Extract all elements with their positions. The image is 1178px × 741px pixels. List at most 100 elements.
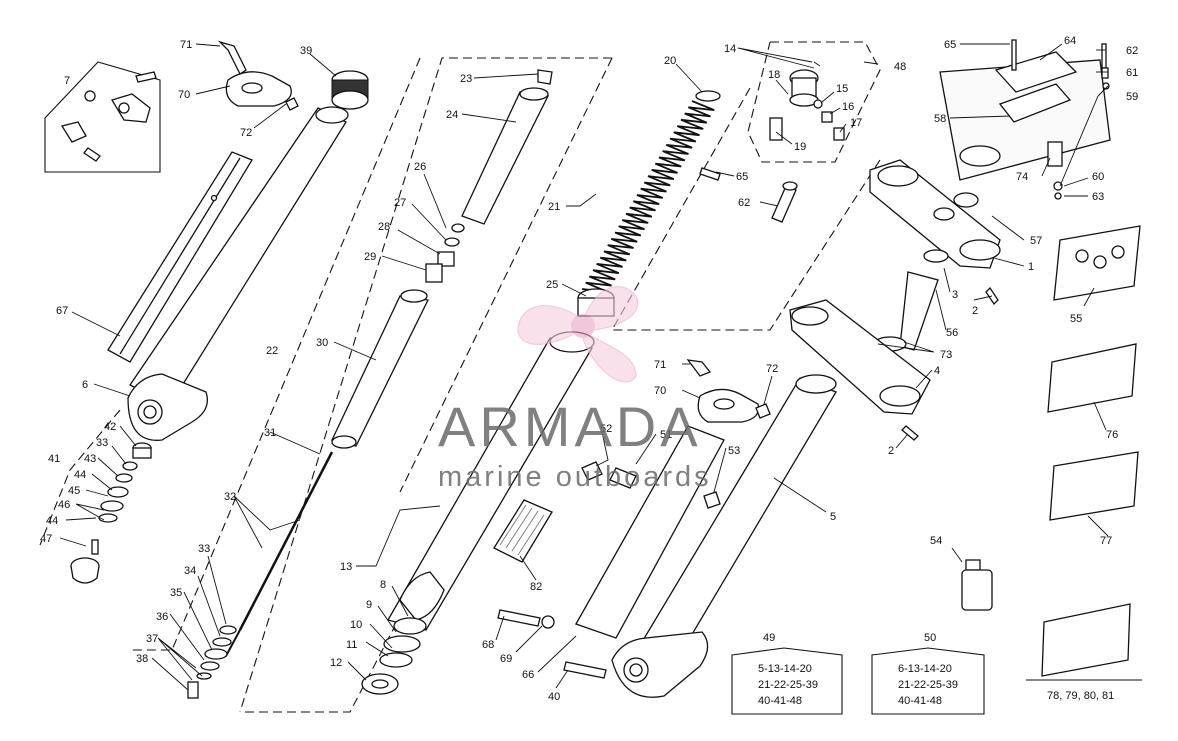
label-38: 38 bbox=[136, 653, 148, 665]
label-54: 54 bbox=[930, 535, 942, 547]
kit-49-number: 49 bbox=[763, 632, 775, 644]
label-29: 29 bbox=[364, 251, 376, 263]
label-15: 15 bbox=[836, 83, 848, 95]
label-7: 7 bbox=[64, 75, 70, 87]
label-58: 58 bbox=[934, 113, 946, 125]
label-18: 18 bbox=[768, 69, 780, 81]
kit-50-number: 50 bbox=[924, 632, 936, 644]
label-66: 66 bbox=[522, 669, 534, 681]
label-34: 34 bbox=[184, 565, 196, 577]
watermark-brand: ARMADA bbox=[438, 395, 702, 458]
propeller-logo-icon bbox=[517, 286, 639, 383]
label-33b: 33 bbox=[198, 543, 210, 555]
label-13: 13 bbox=[340, 561, 352, 573]
label-45: 45 bbox=[68, 485, 80, 497]
label-70b: 70 bbox=[654, 385, 666, 397]
oil-bottle-54 bbox=[961, 559, 993, 611]
kit-50-line1: 6-13-14-20 bbox=[898, 663, 952, 675]
label-62b: 62 bbox=[738, 197, 750, 209]
kit-50-line2: 21-22-25-39 bbox=[898, 679, 958, 691]
label-2b: 2 bbox=[888, 445, 894, 457]
label-48: 48 bbox=[894, 61, 906, 73]
label-68: 68 bbox=[482, 639, 494, 651]
label-65: 65 bbox=[944, 39, 956, 51]
label-72b: 72 bbox=[766, 363, 778, 375]
upper-clamp-left bbox=[217, 40, 299, 111]
label-6: 6 bbox=[82, 379, 88, 391]
label-43: 43 bbox=[84, 453, 96, 465]
label-53: 53 bbox=[728, 445, 740, 457]
label-71b: 71 bbox=[654, 359, 666, 371]
fork-spring bbox=[577, 90, 721, 317]
label-64: 64 bbox=[1064, 35, 1076, 47]
label-12: 12 bbox=[330, 657, 342, 669]
label-71: 71 bbox=[180, 39, 192, 51]
kit-box-50: 50 6-13-14-20 21-22-25-39 40-41-48 bbox=[871, 632, 985, 715]
label-16: 16 bbox=[842, 101, 854, 113]
label-40: 40 bbox=[548, 691, 560, 703]
label-60: 60 bbox=[1092, 171, 1104, 183]
inner-tube-13 bbox=[361, 331, 595, 695]
watermark-tagline: marine outboards bbox=[438, 461, 712, 493]
label-55: 55 bbox=[1070, 313, 1082, 325]
kit-49-line1: 5-13-14-20 bbox=[758, 663, 812, 675]
parts-33-38 bbox=[187, 625, 237, 699]
label-14: 14 bbox=[724, 43, 736, 55]
bolts-lower bbox=[497, 609, 607, 679]
label-21: 21 bbox=[548, 201, 560, 213]
part-82 bbox=[493, 499, 553, 563]
label-72: 72 bbox=[240, 127, 252, 139]
label-52: 52 bbox=[600, 423, 612, 435]
label-4: 4 bbox=[934, 365, 940, 377]
label-77: 77 bbox=[1100, 535, 1112, 547]
cap-assembly bbox=[769, 61, 845, 141]
label-1: 1 bbox=[1028, 261, 1034, 273]
label-2a: 2 bbox=[972, 305, 978, 317]
kit-49-line3: 40-41-48 bbox=[758, 695, 802, 707]
part-number-labels: 71 70 72 39 7 67 6 42 33 41 43 44 45 46 … bbox=[40, 35, 1138, 703]
lower-clamp bbox=[686, 359, 771, 423]
fork-gaiters bbox=[1026, 225, 1142, 681]
label-19: 19 bbox=[794, 141, 806, 153]
leader-lines bbox=[59, 43, 1109, 691]
triple-clamp bbox=[789, 159, 1001, 441]
label-46: 46 bbox=[58, 499, 70, 511]
label-32: 32 bbox=[224, 491, 236, 503]
inset-7 bbox=[44, 61, 161, 173]
label-3: 3 bbox=[952, 289, 958, 301]
label-44a: 44 bbox=[74, 469, 86, 481]
label-24: 24 bbox=[446, 109, 458, 121]
label-56: 56 bbox=[946, 327, 958, 339]
label-44b: 44 bbox=[46, 515, 58, 527]
bolts-mid bbox=[699, 167, 798, 223]
gaiter-group-label: 78, 79, 80, 81 bbox=[1047, 690, 1114, 702]
label-76: 76 bbox=[1106, 429, 1118, 441]
headlight-bracket bbox=[939, 39, 1111, 200]
label-57: 57 bbox=[1030, 235, 1042, 247]
label-5: 5 bbox=[830, 511, 836, 523]
label-9: 9 bbox=[366, 599, 372, 611]
label-36: 36 bbox=[156, 611, 168, 623]
right-slider-5 bbox=[575, 374, 837, 698]
label-65b: 65 bbox=[736, 171, 748, 183]
label-51: 51 bbox=[660, 429, 672, 441]
label-25: 25 bbox=[546, 279, 558, 291]
label-70: 70 bbox=[178, 89, 190, 101]
label-26: 26 bbox=[414, 161, 426, 173]
label-8: 8 bbox=[380, 579, 386, 591]
part-39 bbox=[331, 70, 369, 110]
label-42: 42 bbox=[104, 421, 116, 433]
label-33a: 33 bbox=[96, 437, 108, 449]
label-74: 74 bbox=[1016, 171, 1028, 183]
label-67: 67 bbox=[56, 305, 68, 317]
label-31: 31 bbox=[264, 427, 276, 439]
kit-box-49: 49 5-13-14-20 21-22-25-39 40-41-48 bbox=[731, 632, 843, 715]
watermark: ARMADA marine outboards bbox=[438, 286, 712, 493]
label-28: 28 bbox=[378, 221, 390, 233]
label-62: 62 bbox=[1126, 45, 1138, 57]
label-61: 61 bbox=[1126, 67, 1138, 79]
label-63: 63 bbox=[1092, 191, 1104, 203]
label-10: 10 bbox=[350, 619, 362, 631]
